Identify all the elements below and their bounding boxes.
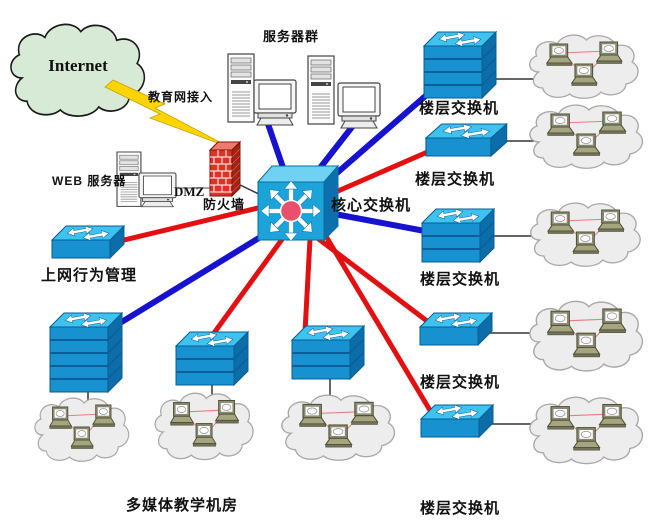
floor-switch-label-4: 楼层交换机 — [420, 374, 501, 391]
mm-cloud-2 — [155, 393, 253, 459]
floor-switch-label-2: 楼层交换机 — [415, 171, 496, 188]
lan-cloud-2 — [530, 105, 643, 168]
core-switch-icon — [256, 164, 340, 242]
lan-cloud-4 — [530, 301, 643, 371]
lightning-bolt-icon — [104, 79, 232, 149]
server-tower-1 — [227, 53, 255, 123]
floor-switch-1-icon — [424, 31, 496, 98]
education-access-label: 教育网接入 — [148, 90, 214, 104]
lan-cloud-3 — [531, 203, 640, 266]
mm-cloud-3 — [282, 395, 395, 460]
server-group-label: 服务器群 — [263, 29, 320, 44]
behavior-mgmt-label: 上网行为管理 — [41, 267, 138, 284]
mm-switch-2-icon — [176, 331, 248, 385]
link-core-mmswitch2 — [211, 235, 286, 336]
floor-switch-label-3: 楼层交换机 — [420, 271, 501, 288]
web-server-monitor — [138, 172, 177, 208]
mm-cloud-1 — [35, 398, 129, 461]
floor-switch-2-icon — [426, 123, 507, 156]
server-monitor-1 — [253, 79, 297, 126]
link-core-floorswitch2 — [319, 147, 435, 201]
floor-switch-4-icon — [420, 312, 492, 345]
web-server-label: WEB 服务器 — [52, 174, 127, 188]
mm-switch-1-icon — [50, 312, 122, 392]
floor-switch-5-icon — [421, 404, 493, 437]
lan-cloud-1 — [530, 35, 638, 98]
link-core-mmswitch3 — [302, 236, 313, 335]
mm-switch-3-icon — [292, 325, 364, 379]
lan-cloud-5 — [530, 397, 643, 463]
access-links — [117, 147, 435, 415]
firewall-icon — [208, 140, 242, 198]
server-tower-2 — [307, 55, 335, 125]
dmz-label: DMZ — [174, 184, 205, 199]
floor-switch-3-icon — [422, 208, 494, 262]
behavior-mgmt-switch-icon — [52, 225, 124, 258]
link-core-mmswitch1 — [117, 227, 275, 326]
internet-label: Internet — [48, 56, 108, 75]
link-core-floorswitch1 — [319, 89, 433, 189]
core-switch-label: 核心交换机 — [331, 197, 412, 214]
floor-switch-label-5: 楼层交换机 — [420, 500, 501, 517]
server-monitor-2 — [337, 82, 381, 129]
link-core-floorswitch5 — [321, 230, 434, 415]
firewall-label: 防火墙 — [203, 197, 246, 212]
plain-links — [87, 78, 535, 425]
floor-switch-label-1: 楼层交换机 — [419, 100, 500, 117]
link-core-behavior — [117, 204, 265, 244]
link-core-floorswitch3 — [321, 209, 433, 235]
multimedia-room-label: 多媒体教学机房 — [126, 497, 239, 514]
